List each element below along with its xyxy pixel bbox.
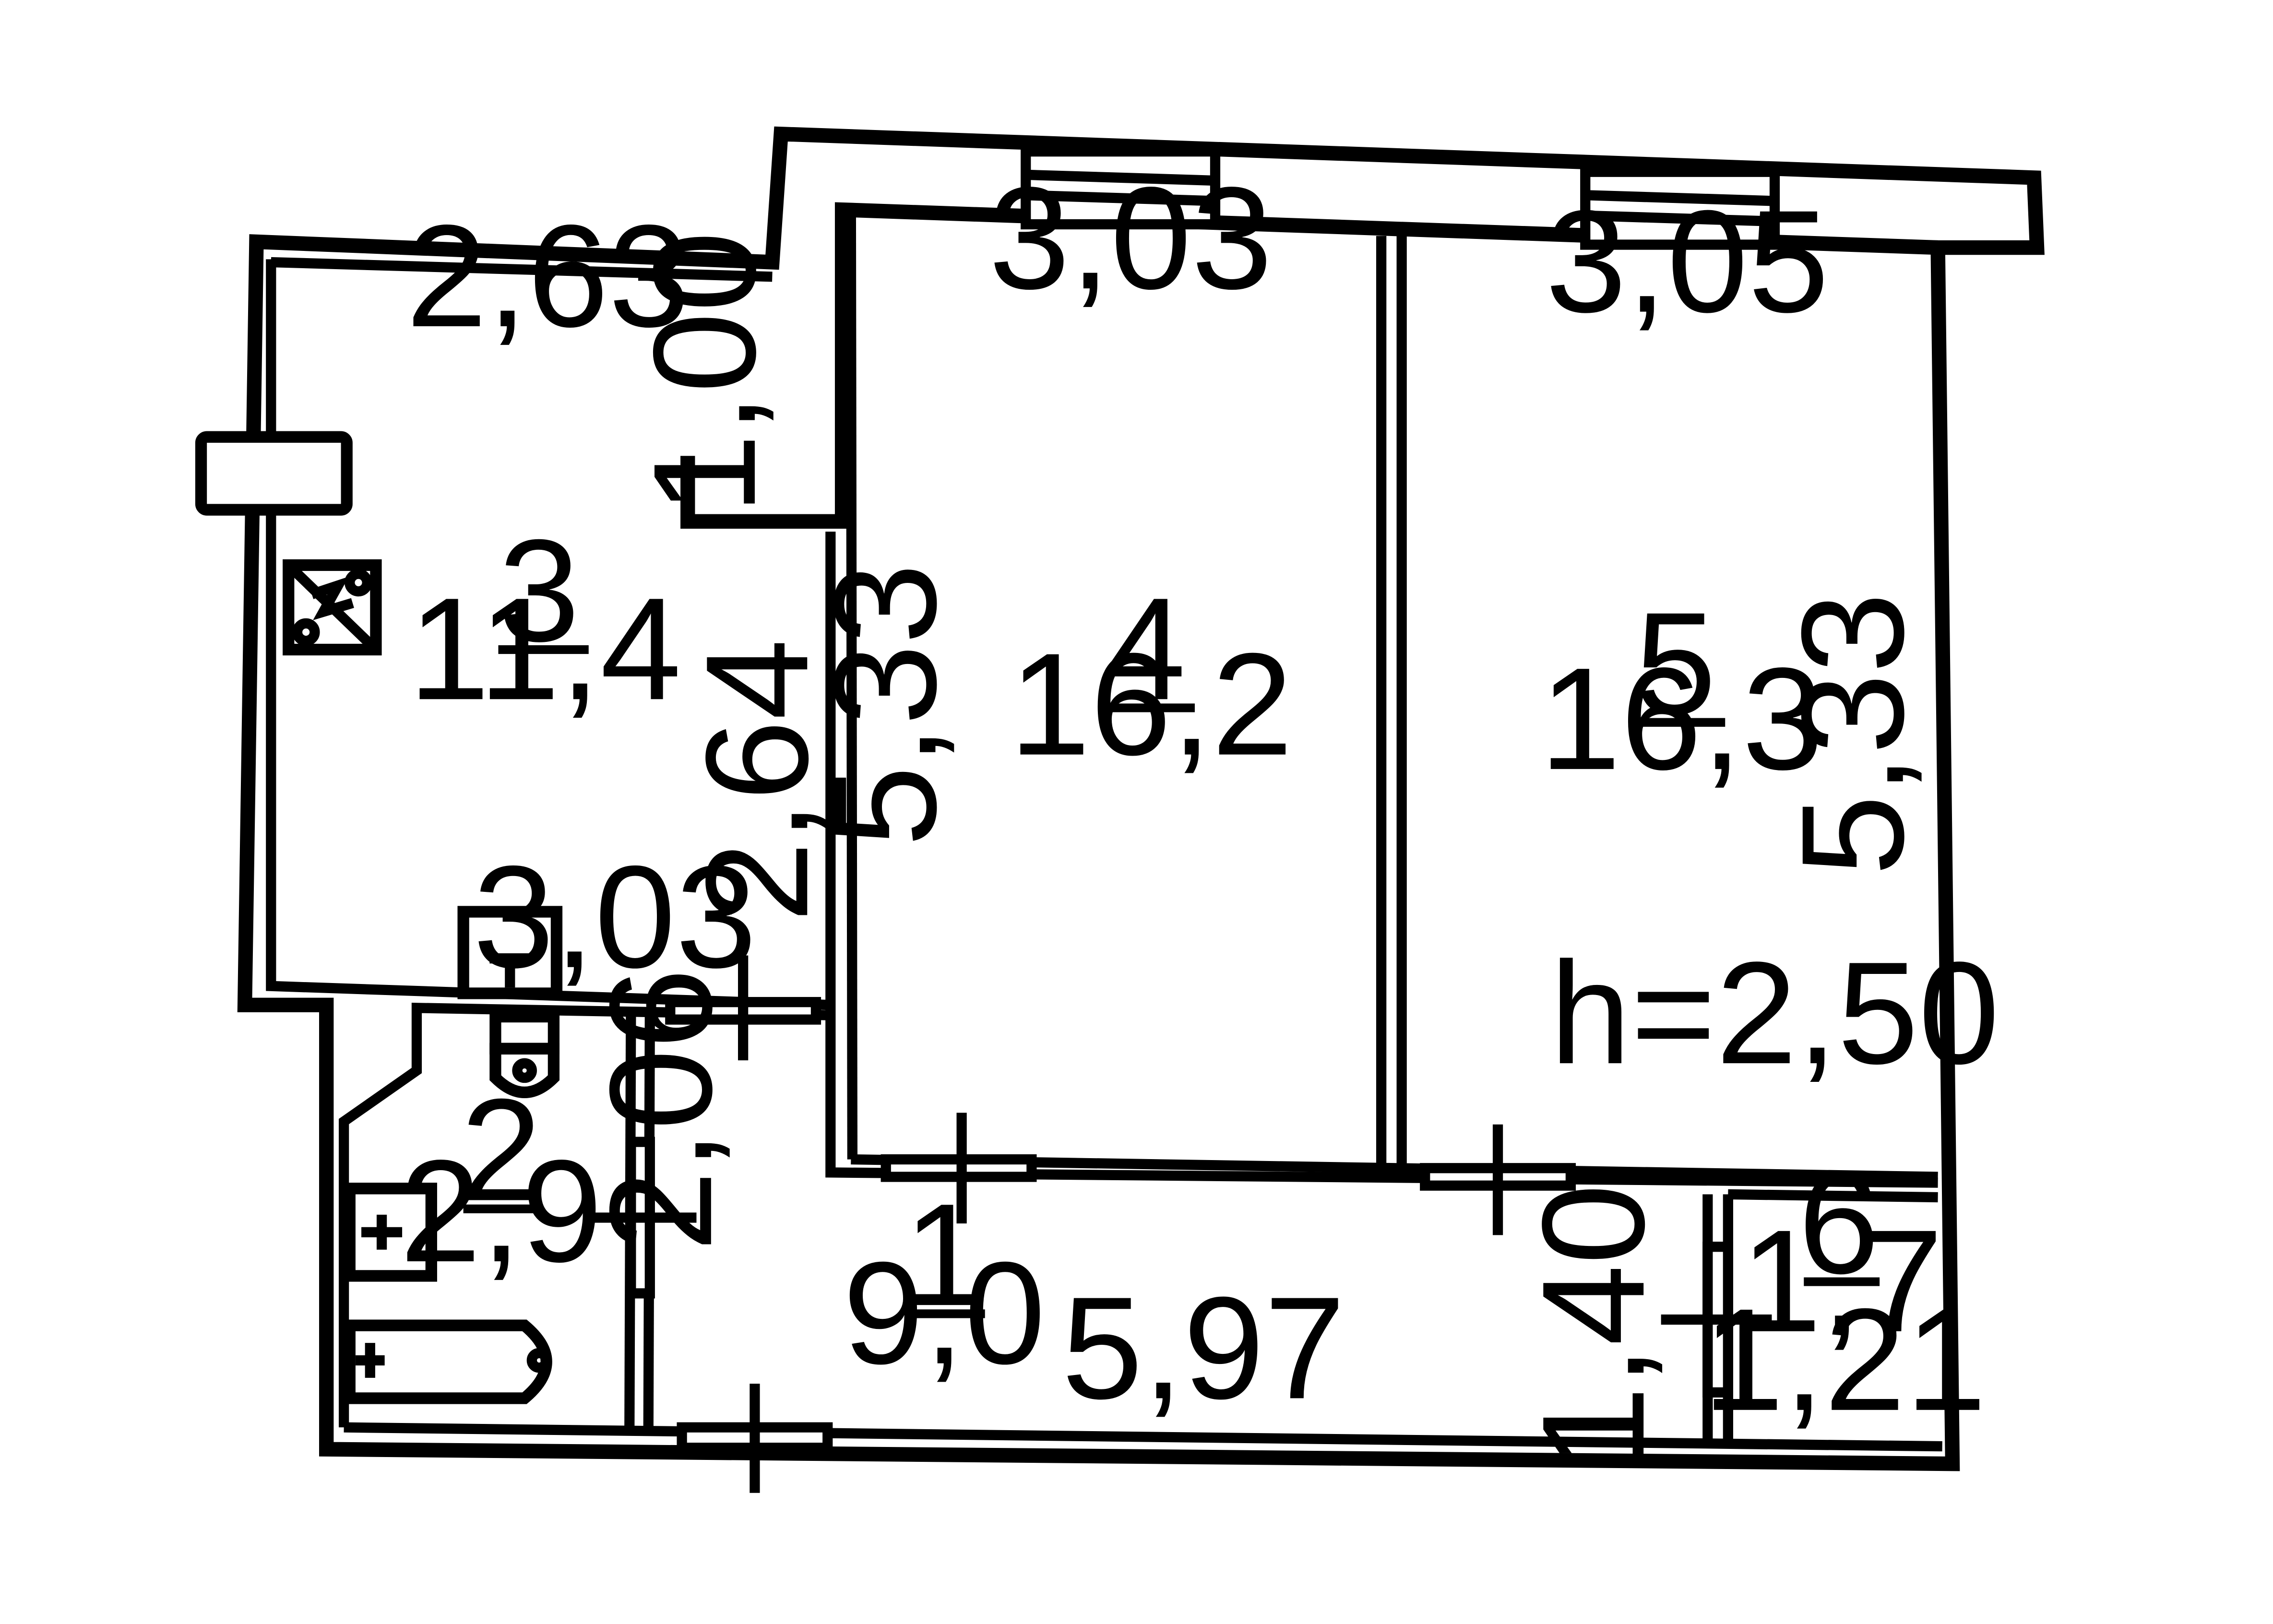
- dim-room4-top: 3,03: [989, 157, 1273, 320]
- room-number: 5: [1635, 582, 1716, 745]
- room-area: 16,2: [1009, 623, 1293, 786]
- room-area: 11,4: [408, 568, 681, 730]
- room-area: 2,9: [400, 1130, 603, 1292]
- bathroom-sink-icon: [344, 1183, 437, 1282]
- kitchen-sink-icon: [457, 906, 563, 999]
- dim-corridor-left: 2,06: [580, 968, 742, 1252]
- room-number: 3: [499, 510, 580, 672]
- door-room2: [583, 1137, 697, 1299]
- window-room4: [1021, 146, 1221, 230]
- room-area: 16,3: [1540, 638, 1823, 800]
- dim-corridor-length: 5,97: [1062, 1267, 1345, 1429]
- dim-closet-width: 1,21: [1703, 1279, 1987, 1441]
- windows: [195, 146, 1780, 516]
- room-number: 2: [461, 1069, 542, 1232]
- ceiling-height: h=2,50: [1550, 932, 1999, 1094]
- door-room5: [1420, 1124, 1576, 1235]
- room-area: 1,7: [1740, 1200, 1943, 1363]
- room-5-label: 5 16,3: [1540, 582, 1823, 800]
- room-6-label: 6 1,7: [1740, 1141, 1943, 1362]
- room-1-label: 1 9,0: [843, 1174, 1046, 1394]
- door-room6: [1661, 1242, 1772, 1398]
- room-labels: 3 11,4 4 16,2 5 16,3 2 2,9 1 9,0 6 1,7: [400, 510, 1943, 1395]
- room-4-label: 4 16,2: [1009, 568, 1293, 785]
- dim-room3-top: 2,63: [406, 195, 690, 357]
- room-number: 4: [1105, 568, 1186, 730]
- room-area: 9,0: [843, 1232, 1046, 1395]
- room-number: 6: [1798, 1141, 1880, 1304]
- room-2-label: 2 2,9: [400, 1069, 603, 1292]
- dim-room3-right-lower: 2,64: [676, 639, 838, 923]
- bathtub-icon: [344, 1319, 552, 1404]
- door-room4: [881, 1113, 1037, 1224]
- window-room5: [1580, 166, 1780, 250]
- dim-room3-bottom: 3,03: [473, 836, 757, 998]
- room-number: 1: [904, 1174, 985, 1336]
- doors: [583, 955, 1772, 1493]
- fixtures: [283, 559, 563, 1404]
- dimension-labels: 2,63 1,00 2,64 3,03 3,03 5,33 3,05 5,33 …: [406, 157, 1999, 1467]
- ventilation-duct: [195, 431, 353, 516]
- dim-closet-height: 1,40: [1512, 1184, 1675, 1467]
- room-3-label: 3 11,4: [408, 510, 681, 730]
- dim-room5-top: 3,05: [1546, 180, 1829, 343]
- stove-icon: [283, 559, 382, 656]
- toilet-icon: [489, 1010, 560, 1098]
- door-room3: [665, 955, 821, 1061]
- entrance-door: [677, 1384, 833, 1493]
- dim-room5-right: 5,33: [1772, 593, 1934, 876]
- dim-room3-right-upper: 1,00: [623, 231, 786, 515]
- dim-room4-left: 5,33: [804, 563, 966, 847]
